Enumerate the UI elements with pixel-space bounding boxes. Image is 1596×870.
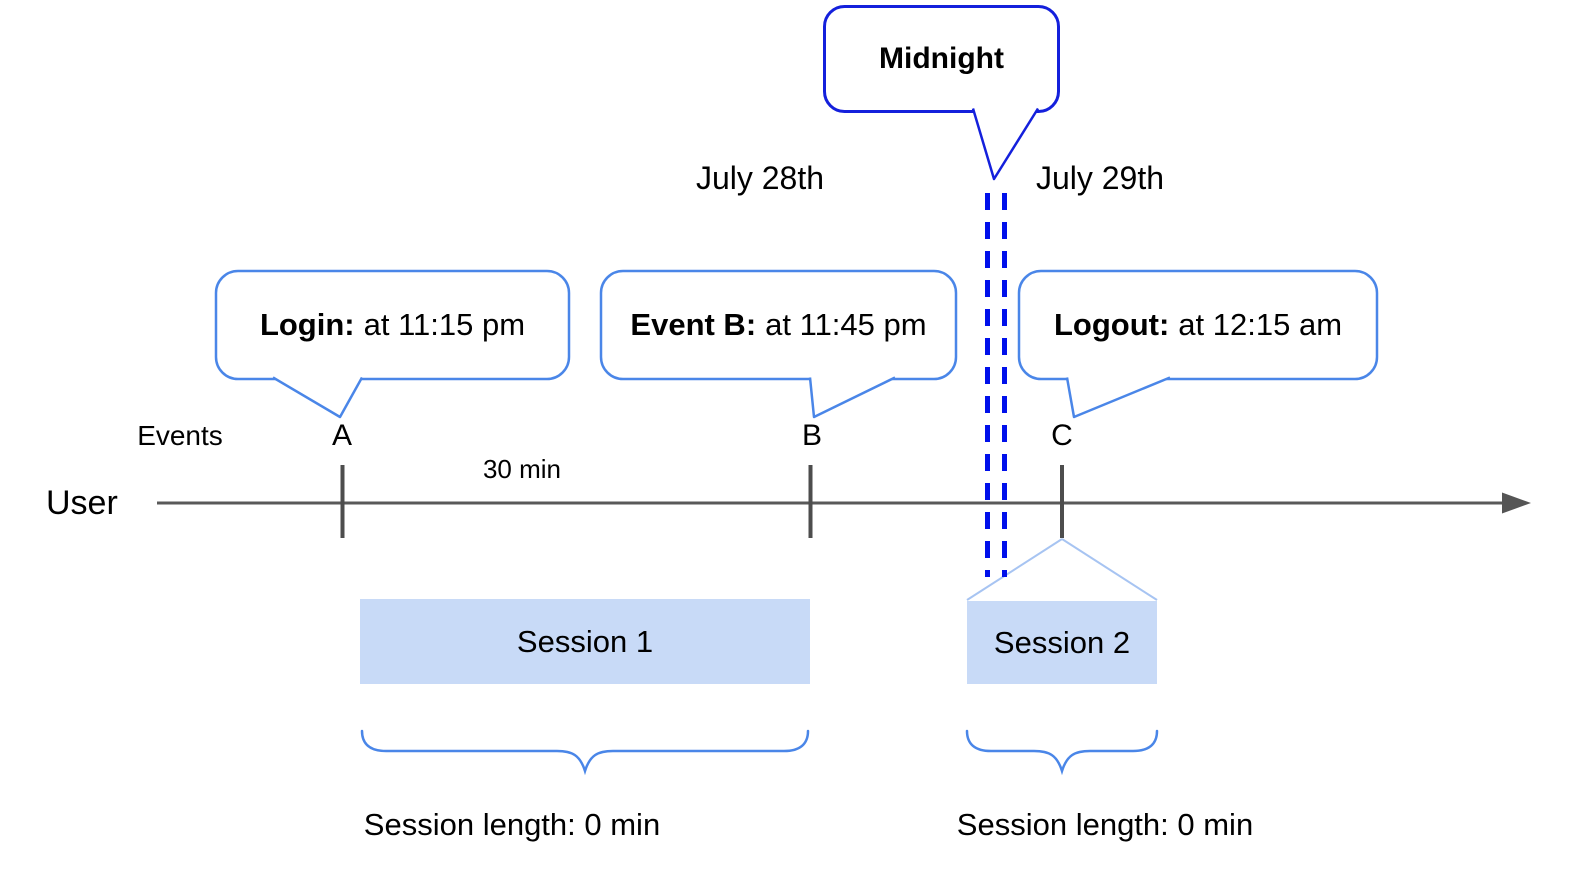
login-bubble-time: at 11:15 pm bbox=[363, 307, 526, 342]
login-bubble bbox=[214, 269, 571, 381]
midnight-bubble-tail bbox=[971, 107, 1040, 181]
login-bubble-tail bbox=[272, 376, 364, 419]
event-mark-b: B bbox=[801, 419, 822, 452]
event-b-bubble-text: Event B: at 11:45 pm bbox=[601, 270, 956, 380]
user-row-label: User bbox=[46, 483, 118, 522]
event-b-bubble-tail bbox=[808, 376, 896, 419]
funnel-line-left bbox=[966, 538, 1063, 601]
logout-bubble-tail bbox=[1065, 376, 1171, 419]
session2-brace bbox=[965, 729, 1159, 776]
timeline-arrowhead-icon bbox=[1502, 492, 1531, 514]
session1-box: Session 1 bbox=[360, 599, 810, 684]
funnel-line-right bbox=[1061, 538, 1158, 601]
midnight-bubble bbox=[823, 5, 1060, 113]
session1-brace bbox=[360, 729, 810, 776]
login-bubble-text: Login: at 11:15 pm bbox=[215, 270, 570, 380]
event-mark-c: C bbox=[1051, 419, 1073, 452]
midnight-label: Midnight bbox=[879, 41, 1004, 75]
session1-label: Session 1 bbox=[516, 623, 654, 659]
logout-bubble bbox=[1017, 269, 1379, 381]
events-row-label: Events bbox=[137, 420, 223, 451]
interval-30min-label: 30 min bbox=[482, 453, 562, 484]
event-b-bubble bbox=[599, 269, 958, 381]
date-july-28-label: July 28th bbox=[695, 159, 825, 196]
session2-length-label: Session length: 0 min bbox=[956, 807, 1254, 842]
event-b-bubble-title: Event B: bbox=[630, 307, 757, 342]
session2-box: Session 2 bbox=[967, 601, 1157, 684]
logout-bubble-text: Logout: at 12:15 am bbox=[1019, 270, 1377, 380]
session2-label: Session 2 bbox=[993, 624, 1131, 660]
logout-bubble-time: at 12:15 am bbox=[1178, 307, 1343, 342]
event-b-bubble-time: at 11:45 pm bbox=[765, 307, 927, 342]
login-bubble-title: Login: bbox=[259, 307, 355, 342]
session1-length-label: Session length: 0 min bbox=[363, 807, 661, 842]
event-mark-a: A bbox=[331, 419, 352, 452]
logout-bubble-title: Logout: bbox=[1053, 307, 1170, 342]
date-july-29-label: July 29th bbox=[1035, 159, 1165, 196]
